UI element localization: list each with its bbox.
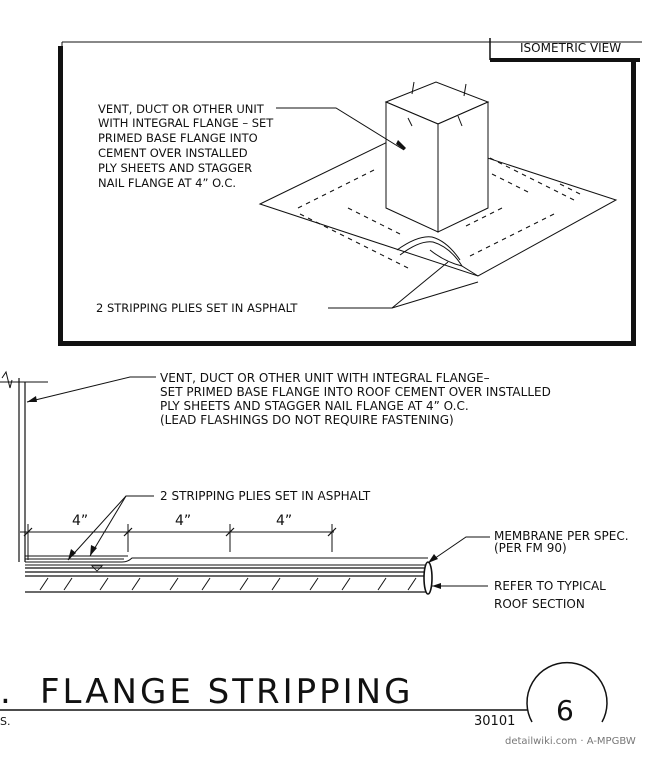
section-note-line-1: VENT, DUCT OR OTHER UNIT WITH INTEGRAL F… xyxy=(160,371,490,385)
section-vent-wall xyxy=(0,370,48,562)
section-roof-layers xyxy=(25,555,433,595)
membrane-line-2: (PER FM 90) xyxy=(494,541,567,555)
section-note-line-4: (LEAD FLASHINGS DO NOT REQUIRE FASTENING… xyxy=(160,413,454,427)
iso-membrane-sheet xyxy=(258,131,618,277)
title-block: . FLANGE STRIPPING S. 30101 6 xyxy=(0,661,608,729)
watermark: detailwiki.com · A-MPGBW xyxy=(505,736,636,747)
refer-note: REFER TO TYPICAL ROOF SECTION xyxy=(432,579,606,611)
section-note-line-2: SET PRIMED BASE FLANGE INTO ROOF CEMENT … xyxy=(160,385,551,399)
leader-arrowhead xyxy=(27,396,37,402)
scale-fragment: S. xyxy=(0,715,10,728)
iso-note-line-5: PLY SHEETS AND STAGGER xyxy=(98,161,252,175)
isometric-frame xyxy=(58,41,642,346)
leader-arrowhead xyxy=(428,554,438,563)
dimension-label-2: 4” xyxy=(175,513,191,529)
dimension-line: 4” 4” 4” xyxy=(20,513,337,560)
drawing-title: FLANGE STRIPPING xyxy=(40,672,413,712)
iso-vent-box xyxy=(384,81,490,233)
section-stripping-note: 2 STRIPPING PLIES SET IN ASPHALT xyxy=(67,489,371,561)
iso-note-line-1: VENT, DUCT OR OTHER UNIT xyxy=(98,102,265,116)
refer-line-1: REFER TO TYPICAL xyxy=(494,579,606,593)
view-label-box: ISOMETRIC VIEW xyxy=(489,38,640,62)
view-label: ISOMETRIC VIEW xyxy=(520,41,621,55)
membrane-note: MEMBRANE PER SPEC. (PER FM 90) xyxy=(427,529,629,564)
iso-stripping-label: 2 STRIPPING PLIES SET IN ASPHALT xyxy=(96,301,298,315)
title-prefix: . xyxy=(0,672,11,712)
detail-number-circle xyxy=(526,661,608,723)
iso-stripping-note: 2 STRIPPING PLIES SET IN ASPHALT xyxy=(96,261,479,315)
leader-arrowhead xyxy=(90,545,97,556)
membrane-line-1: MEMBRANE PER SPEC. xyxy=(494,529,629,543)
iso-note-line-2: WITH INTEGRAL FLANGE – SET xyxy=(98,116,274,130)
iso-note-line-3: PRIMED BASE FLANGE INTO xyxy=(98,131,258,145)
dimension-label-3: 4” xyxy=(276,513,292,529)
iso-nail-marks xyxy=(297,157,581,269)
leader-arrowhead xyxy=(432,583,441,589)
section-note-line-3: PLY SHEETS AND STAGGER NAIL FLANGE AT 4”… xyxy=(160,399,469,413)
leader-arrowhead xyxy=(396,140,406,150)
section-stripping-label: 2 STRIPPING PLIES SET IN ASPHALT xyxy=(160,489,371,503)
section-insulation-hatch xyxy=(39,577,417,591)
iso-vent-note: VENT, DUCT OR OTHER UNIT WITH INTEGRAL F… xyxy=(98,102,406,190)
section-vent-note: VENT, DUCT OR OTHER UNIT WITH INTEGRAL F… xyxy=(26,371,551,427)
leader-arrowhead xyxy=(68,549,76,560)
iso-note-line-6: NAIL FLANGE AT 4” O.C. xyxy=(98,176,236,190)
iso-note-line-4: CEMENT OVER INSTALLED xyxy=(98,146,248,160)
dimension-label-1: 4” xyxy=(72,513,88,529)
detail-code: 30101 xyxy=(474,714,515,729)
detail-number: 6 xyxy=(556,694,574,727)
refer-line-2: ROOF SECTION xyxy=(494,597,585,611)
